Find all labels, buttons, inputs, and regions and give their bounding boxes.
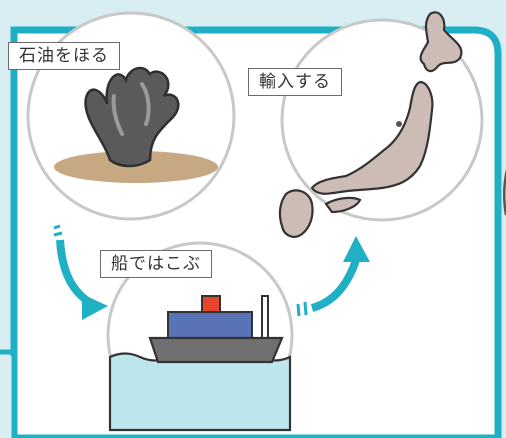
side-tab-edge xyxy=(0,349,17,438)
japan-honshu xyxy=(310,80,434,195)
japan-shikoku xyxy=(324,196,362,214)
label-ship-transport: 船ではこぶ xyxy=(100,250,212,278)
side-tab xyxy=(0,356,14,438)
arrow-up-to-japan xyxy=(296,236,370,317)
sea xyxy=(108,352,292,432)
arrow-down-to-ship xyxy=(53,224,108,320)
ship-hull xyxy=(148,336,284,364)
japan-lake xyxy=(396,121,402,127)
japan-hokkaido xyxy=(419,11,463,73)
ground xyxy=(54,151,218,183)
ship-funnel xyxy=(201,295,221,313)
label-import: 輸入する xyxy=(248,68,342,96)
next-panel-edge xyxy=(502,169,506,216)
ship-mast xyxy=(261,295,269,343)
japan-kyushu xyxy=(278,189,314,238)
oil-gusher xyxy=(84,66,180,168)
ship-cabin xyxy=(167,311,253,339)
label-dig-oil: 石油をほる xyxy=(8,42,120,70)
ship-illustration xyxy=(106,241,294,432)
